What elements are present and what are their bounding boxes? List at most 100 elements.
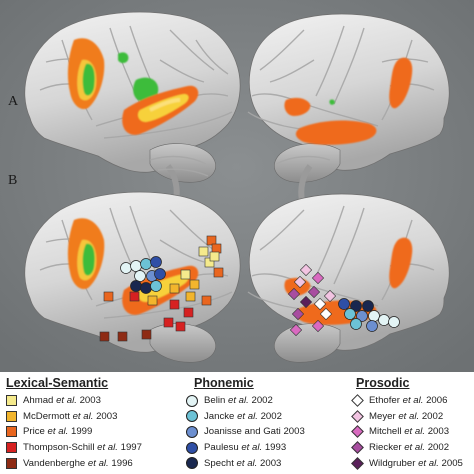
legend-year: 2003 [260, 457, 282, 469]
legend-author: Specht [204, 457, 234, 469]
marker-circle [130, 280, 142, 292]
legend-author: Ahmad [23, 395, 54, 407]
marker-square [117, 331, 128, 342]
legend-etal: et al. [404, 442, 426, 454]
legend-title-phonemic: Phonemic [194, 376, 254, 390]
legend-etal: et al. [97, 442, 118, 454]
marker-diamond [291, 307, 305, 321]
marker-square [103, 291, 114, 302]
panel-label-b: B [8, 173, 18, 188]
legend-etal: et al. [87, 457, 109, 469]
legend-year: 1996 [111, 457, 133, 469]
phonemic-markers-left [120, 256, 166, 294]
legend-year: 2002 [251, 395, 273, 407]
legend-item: Price et al. 1999 [6, 424, 142, 440]
marker-square [169, 299, 180, 310]
marker-square [180, 269, 191, 280]
legend-etal: et al. [404, 426, 426, 438]
lexical-markers [99, 235, 224, 342]
legend-year: 2002 [260, 410, 282, 422]
legend-item: Thompson-Schill et al. 1997 [6, 440, 142, 456]
marker-circle [130, 260, 142, 272]
legend-year: 2002 [421, 410, 444, 422]
legend-author: Ethofer [369, 395, 400, 407]
legend-author: Wildgruber [369, 457, 416, 469]
circle-marker-icon [186, 410, 198, 423]
marker-circle [140, 282, 152, 294]
marker-diamond [311, 271, 325, 285]
legend-year: 1997 [120, 442, 142, 454]
square-marker-icon [6, 457, 17, 469]
diamond-marker-icon [351, 441, 364, 454]
legend-item: Mitchell et al. 2003 [351, 424, 463, 440]
legend-etal: et al. [228, 395, 249, 407]
marker-circle [378, 314, 390, 326]
legend-item: Specht et al. 2003 [186, 455, 305, 471]
marker-square [183, 307, 194, 318]
legend-etal: et al. [237, 410, 258, 422]
marker-square [99, 331, 110, 342]
legend-item: Vandenberghe et al. 1996 [6, 455, 142, 471]
marker-diamond [313, 297, 327, 311]
diamond-marker-icon [351, 410, 364, 423]
marker-square [213, 267, 224, 278]
square-marker-icon [6, 442, 17, 454]
marker-circle [388, 316, 400, 328]
diamond-marker-icon [351, 456, 364, 470]
marker-circle [350, 300, 362, 312]
marker-circle [140, 258, 152, 270]
legend-author: Jancke [204, 410, 235, 422]
legend-author: Price [23, 426, 45, 438]
brain-a-right [247, 13, 450, 201]
marker-circle [338, 298, 350, 310]
marker-circle [134, 270, 146, 282]
circle-marker-icon [186, 425, 198, 438]
square-marker-icon [6, 410, 17, 422]
marker-square [129, 291, 140, 302]
legend-year: 2002 [427, 442, 450, 454]
marker-circle [366, 320, 378, 332]
marker-circle [120, 262, 132, 274]
legend-etal: et al. [241, 442, 263, 454]
legend-title-prosodic: Prosodic [356, 376, 410, 390]
legend-etal: et al. [402, 395, 424, 407]
brain-panel: A B [0, 0, 474, 372]
legend-year: 1999 [71, 426, 93, 438]
marker-circle [356, 310, 368, 322]
legend-item: Wildgruber et al. 2005 [351, 455, 463, 471]
legend-year: 2003 [427, 426, 450, 438]
square-marker-icon [6, 426, 17, 438]
marker-square [147, 295, 158, 306]
legend-year: 2003 [96, 410, 118, 422]
marker-diamond [299, 263, 313, 277]
legend-item: Paulesu et al. 1993 [186, 440, 305, 456]
marker-square [201, 295, 212, 306]
legend-etal: et al. [418, 457, 439, 469]
legend-item: Belin et al. 2002 [186, 393, 305, 409]
phonemic-markers-right [338, 298, 400, 332]
legend-item: Ahmad et al. 2003 [6, 393, 142, 409]
marker-square [211, 243, 222, 254]
legend-title-lexical: Lexical-Semantic [6, 376, 109, 390]
marker-circle [350, 318, 362, 330]
marker-diamond [323, 289, 337, 303]
marker-square [204, 257, 215, 268]
legend-author: Belin [204, 395, 226, 407]
legend-author: Riecker [369, 442, 402, 454]
legend-item: Ethofer et al. 2006 [351, 393, 463, 409]
legend-year: 2005 [441, 457, 463, 469]
marker-diamond [289, 323, 303, 337]
legend-year: 1993 [264, 442, 287, 454]
square-marker-icon [6, 395, 17, 407]
marker-square [209, 251, 220, 262]
prosodic-markers [287, 263, 337, 337]
legend-etal: et al. [72, 410, 94, 422]
diamond-marker-icon [351, 394, 364, 408]
